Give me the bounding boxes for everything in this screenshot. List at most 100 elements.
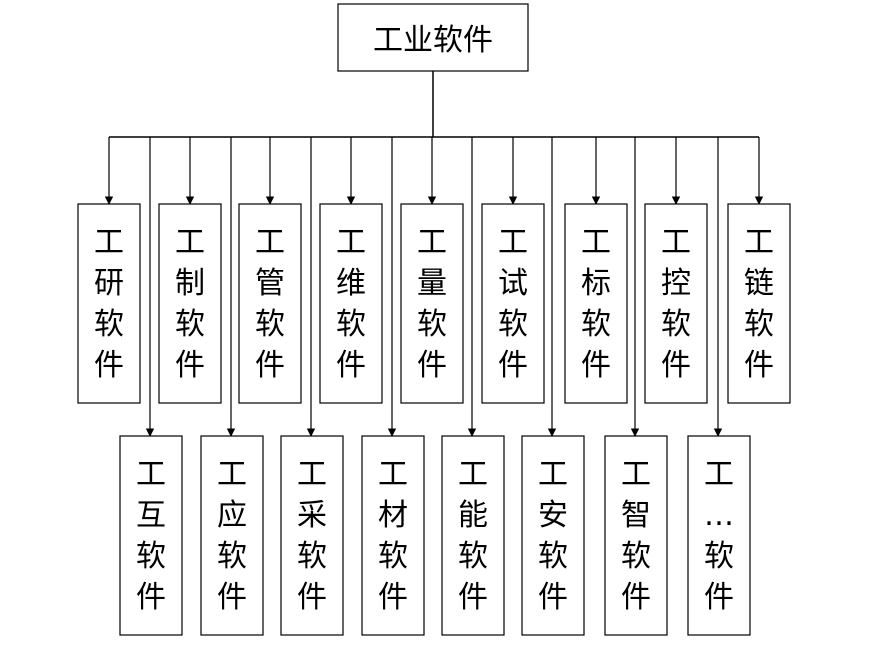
top-row-char: 软 — [336, 307, 366, 342]
bottom-row-char: 软 — [704, 539, 734, 574]
bottom-row-char: 互 — [136, 498, 166, 533]
top-row-box — [400, 203, 464, 404]
top-row-box — [158, 203, 222, 404]
top-row-char: 管 — [255, 266, 285, 301]
top-row-box — [238, 203, 302, 404]
bottom-row-char: 件 — [458, 580, 488, 615]
bottom-row-char: 能 — [458, 498, 488, 533]
top-row-char: 件 — [417, 348, 447, 383]
top-row-char: 件 — [336, 348, 366, 383]
bottom-row-char: 安 — [538, 498, 568, 533]
top-row-char: 软 — [255, 307, 285, 342]
bottom-row-char: 软 — [217, 539, 247, 574]
top-row-char: 软 — [661, 307, 691, 342]
top-row-char: 工 — [744, 225, 774, 260]
top-row-char: 软 — [417, 307, 447, 342]
top-row-char: 研 — [94, 266, 124, 301]
root-node: 工业软件 — [337, 3, 529, 72]
bottom-row-char: 软 — [297, 539, 327, 574]
bottom-row-char: 件 — [704, 580, 734, 615]
root-label: 工业软件 — [373, 23, 493, 58]
top-row-char: 工 — [498, 225, 528, 260]
bottom-row-char: 工 — [538, 457, 568, 492]
top-row-char: 软 — [581, 307, 611, 342]
bottom-row-char: 软 — [136, 539, 166, 574]
top-row-char: 量 — [417, 266, 447, 301]
top-row-char: 工 — [661, 225, 691, 260]
bottom-row-char: 工 — [136, 457, 166, 492]
bottom-row-char: 工 — [297, 457, 327, 492]
bottom-row-char: 工 — [217, 457, 247, 492]
bottom-row-box — [119, 435, 183, 636]
top-row-char: 工 — [581, 225, 611, 260]
bottom-row-box — [280, 435, 344, 636]
bottom-row-char: 软 — [538, 539, 568, 574]
top-row-char: 制 — [175, 266, 205, 301]
top-row-char: 件 — [255, 348, 285, 383]
top-row-box — [481, 203, 545, 404]
bottom-row-char: 件 — [378, 580, 408, 615]
bottom-row-box — [604, 435, 668, 636]
bottom-row-char: 工 — [704, 457, 734, 492]
top-row-char: 工 — [417, 225, 447, 260]
bottom-row-char: 件 — [217, 580, 247, 615]
top-row-char: 控 — [661, 266, 691, 301]
top-row-char: 工 — [255, 225, 285, 260]
top-row-char: 软 — [175, 307, 205, 342]
top-row-char: 件 — [661, 348, 691, 383]
bottom-row-char: … — [704, 498, 734, 533]
top-row-box — [319, 203, 383, 404]
bottom-row-char: 软 — [458, 539, 488, 574]
bottom-row-char: 软 — [621, 539, 651, 574]
top-row-char: 软 — [498, 307, 528, 342]
bottom-row-box — [687, 435, 751, 636]
top-row-char: 软 — [94, 307, 124, 342]
bottom-row-char: 采 — [297, 498, 327, 533]
top-row-box — [727, 203, 791, 404]
top-row-box — [644, 203, 708, 404]
bottom-row-node: 工 … 软件 — [687, 435, 751, 636]
bottom-row-char: 工 — [458, 457, 488, 492]
top-row-char: 标 — [581, 266, 611, 301]
top-row-char: 工 — [175, 225, 205, 260]
top-row-char: 试 — [498, 266, 528, 301]
bottom-row-char: 件 — [621, 580, 651, 615]
bottom-row-char: 软 — [378, 539, 408, 574]
top-row-char: 件 — [175, 348, 205, 383]
bottom-row-box — [200, 435, 264, 636]
bottom-row-char: 件 — [297, 580, 327, 615]
top-row-char: 件 — [94, 348, 124, 383]
bottom-row-char: 工 — [621, 457, 651, 492]
bottom-row-char: 件 — [538, 580, 568, 615]
bottom-row-char: 智 — [621, 498, 651, 533]
top-row-char: 件 — [581, 348, 611, 383]
top-row-char: 工 — [336, 225, 366, 260]
connector-lines — [104, 71, 764, 437]
bottom-row-char: 应 — [217, 498, 247, 533]
top-row-char: 软 — [744, 307, 774, 342]
top-row-char: 件 — [498, 348, 528, 383]
top-row-char: 工 — [94, 225, 124, 260]
bottom-row-char: 件 — [136, 580, 166, 615]
top-row-char: 件 — [744, 348, 774, 383]
top-row-box — [77, 203, 141, 404]
top-row-char: 维 — [336, 266, 366, 301]
